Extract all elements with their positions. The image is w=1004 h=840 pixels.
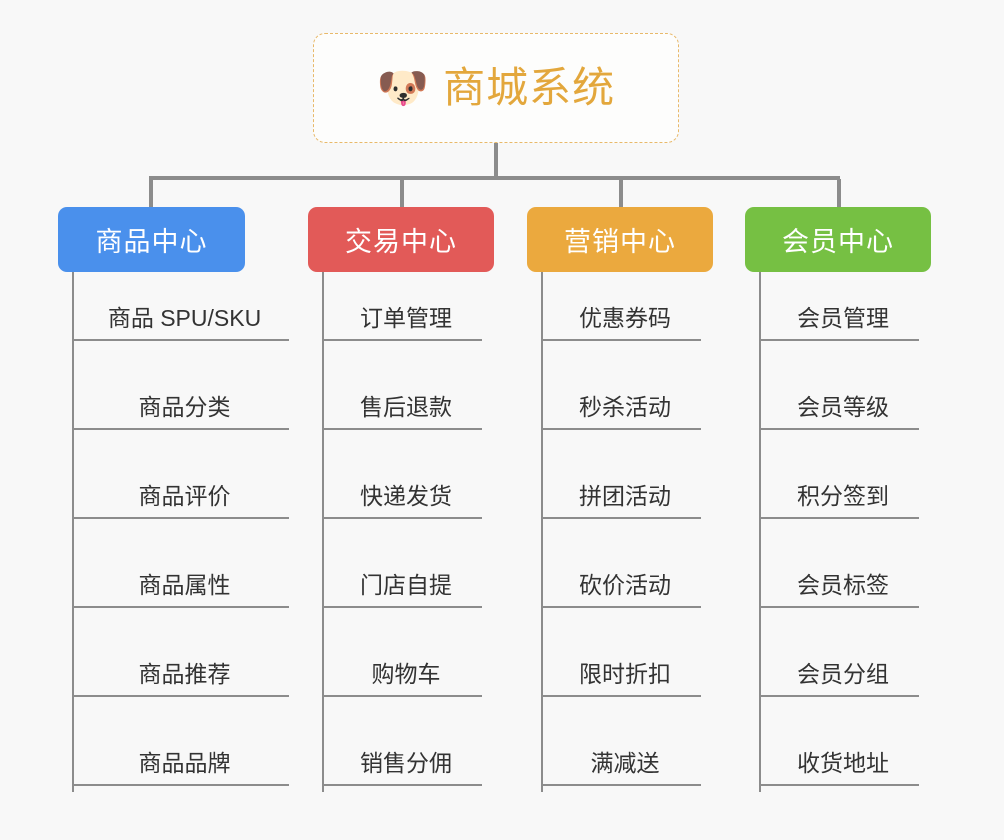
category-header-trade-center[interactable]: 交易中心 [308,207,494,272]
leaf-label: 门店自提 [324,572,482,608]
category-header-product-center[interactable]: 商品中心 [58,207,245,272]
list-item[interactable]: 会员等级 [761,347,919,436]
list-item[interactable]: 会员标签 [761,525,919,614]
list-item[interactable]: 商品 SPU/SKU [74,272,289,347]
leaf-label: 商品分类 [74,394,289,430]
list-item[interactable]: 满减送 [543,703,701,792]
leaf-label: 优惠券码 [543,305,701,341]
leaf-label: 限时折扣 [543,661,701,697]
list-item[interactable]: 快递发货 [324,436,482,525]
leaf-list-product-center: 商品 SPU/SKU 商品分类 商品评价 商品属性 商品推荐 商品品牌 [72,272,289,792]
leaf-label: 拼团活动 [543,483,701,519]
list-item[interactable]: 销售分佣 [324,703,482,792]
leaf-label: 售后退款 [324,394,482,430]
list-item[interactable]: 优惠券码 [543,272,701,347]
category-header-marketing-center[interactable]: 营销中心 [527,207,713,272]
leaf-label: 商品评价 [74,483,289,519]
drop-connector [400,179,404,207]
leaf-label: 会员等级 [761,394,919,430]
list-item[interactable]: 门店自提 [324,525,482,614]
list-item[interactable]: 售后退款 [324,347,482,436]
leaf-label: 砍价活动 [543,572,701,608]
leaf-label: 秒杀活动 [543,394,701,430]
drop-connector [149,179,153,207]
shiba-dog-icon: 🐶 [376,64,430,111]
leaf-list-member-center: 会员管理 会员等级 积分签到 会员标签 会员分组 收货地址 [759,272,919,792]
list-item[interactable]: 会员分组 [761,614,919,703]
leaf-label: 商品推荐 [74,661,289,697]
leaf-label: 快递发货 [324,483,482,519]
leaf-label: 收货地址 [761,750,919,786]
list-item[interactable]: 收货地址 [761,703,919,792]
drop-connector [837,179,841,207]
root-stem-connector [494,143,498,179]
leaf-list-marketing-center: 优惠券码 秒杀活动 拼团活动 砍价活动 限时折扣 满减送 [541,272,701,792]
list-item[interactable]: 订单管理 [324,272,482,347]
leaf-label: 订单管理 [324,305,482,341]
list-item[interactable]: 商品分类 [74,347,289,436]
list-item[interactable]: 购物车 [324,614,482,703]
leaf-label: 积分签到 [761,483,919,519]
list-item[interactable]: 商品推荐 [74,614,289,703]
leaf-label: 商品 SPU/SKU [74,305,289,341]
horizontal-bus-connector [149,176,840,180]
leaf-label: 会员管理 [761,305,919,341]
list-item[interactable]: 拼团活动 [543,436,701,525]
leaf-label: 商品品牌 [74,750,289,786]
leaf-label: 商品属性 [74,572,289,608]
category-header-member-center[interactable]: 会员中心 [745,207,931,272]
root-node[interactable]: 🐶 商城系统 [313,33,679,143]
list-item[interactable]: 商品品牌 [74,703,289,792]
list-item[interactable]: 秒杀活动 [543,347,701,436]
leaf-label: 销售分佣 [324,750,482,786]
root-title: 商城系统 [443,64,616,111]
list-item[interactable]: 限时折扣 [543,614,701,703]
leaf-label: 会员分组 [761,661,919,697]
drop-connector [619,179,623,207]
leaf-label: 会员标签 [761,572,919,608]
list-item[interactable]: 商品属性 [74,525,289,614]
list-item[interactable]: 商品评价 [74,436,289,525]
leaf-label: 满减送 [543,750,701,786]
leaf-list-trade-center: 订单管理 售后退款 快递发货 门店自提 购物车 销售分佣 [322,272,482,792]
list-item[interactable]: 积分签到 [761,436,919,525]
list-item[interactable]: 砍价活动 [543,525,701,614]
leaf-label: 购物车 [324,661,482,697]
list-item[interactable]: 会员管理 [761,272,919,347]
